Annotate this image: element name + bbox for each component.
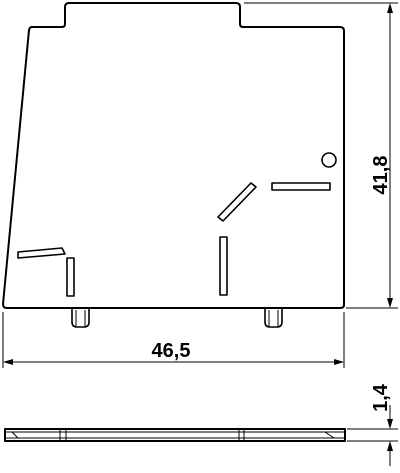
- slot-horizontal-left: [17, 247, 66, 259]
- plate-outline: [2, 2, 345, 309]
- slot-vertical-left: [66, 257, 75, 297]
- dimension-height: 41,8: [244, 2, 398, 309]
- slot-horizontal-right: [271, 182, 331, 191]
- dimension-thickness-label: 1,4: [370, 383, 392, 412]
- slot-vertical-center: [219, 236, 228, 296]
- dimension-width-label: 46,5: [152, 340, 191, 362]
- clip-pin-right: [264, 308, 283, 328]
- mounting-hole: [321, 152, 337, 168]
- side-profile: [4, 428, 346, 442]
- slot-diagonal: [217, 182, 257, 222]
- dimension-height-label: 41,8: [370, 156, 392, 195]
- dimension-thickness: 1,4: [347, 383, 398, 466]
- clip-pin-left: [71, 308, 90, 328]
- dimension-width: 46,5: [2, 312, 345, 368]
- end-cap-side-view: [4, 428, 346, 442]
- end-cap-front-view: [2, 2, 345, 328]
